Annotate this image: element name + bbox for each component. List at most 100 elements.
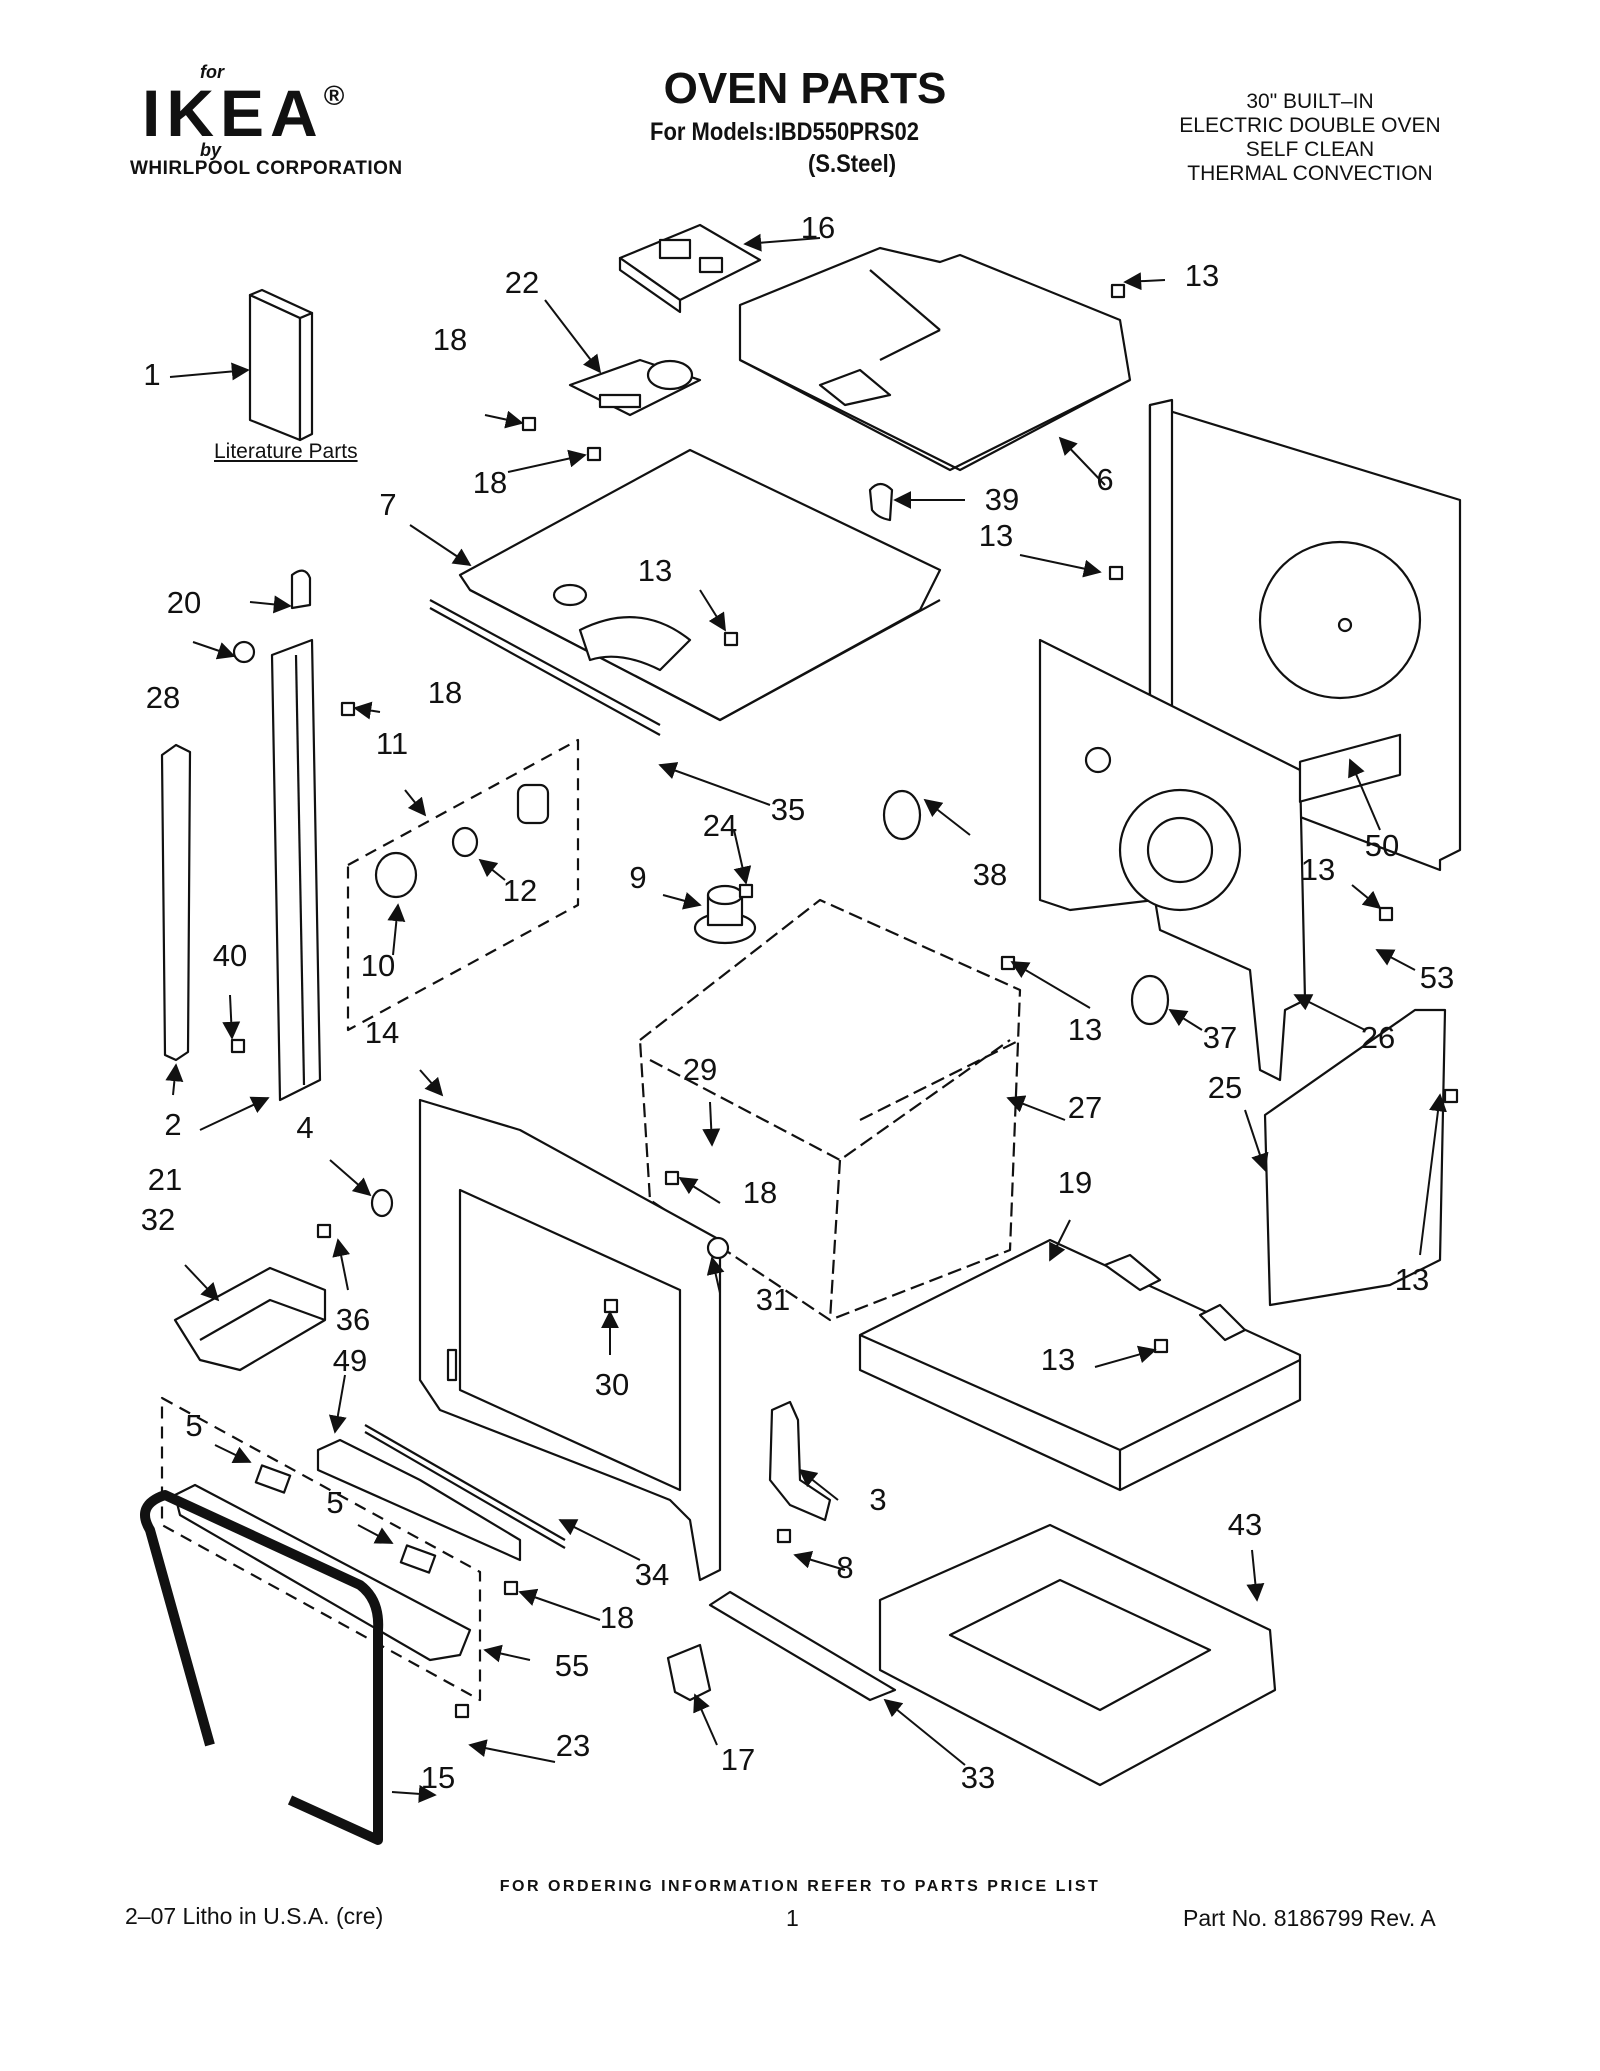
callout-14: 14 — [365, 1015, 399, 1050]
brand-corporation: WHIRLPOOL CORPORATION — [130, 158, 403, 179]
callout-35: 35 — [771, 792, 805, 827]
callout-38: 38 — [973, 857, 1007, 892]
side-trim-part — [270, 638, 322, 1102]
nut-part — [232, 640, 256, 664]
dashed-group-55 — [160, 1396, 482, 1702]
page-number: 1 — [786, 1905, 799, 1931]
callout-39: 39 — [985, 482, 1019, 517]
bottom-shield-part — [858, 1238, 1302, 1492]
clip-part — [868, 482, 894, 522]
flange-nut-part — [706, 1236, 730, 1260]
callout-17: 17 — [721, 1742, 755, 1777]
callout-55: 55 — [555, 1648, 589, 1683]
callout-31: 31 — [756, 1282, 790, 1317]
callout-7: 7 — [379, 487, 396, 522]
callout-11: 11 — [376, 726, 408, 761]
callout-3: 3 — [869, 1482, 886, 1517]
knob-part — [374, 851, 418, 899]
callout-10: 10 — [361, 948, 395, 983]
description-line-2: ELECTRIC DOUBLE OVEN — [1179, 114, 1441, 137]
callout-40: 40 — [213, 938, 247, 973]
door-gasket-part — [140, 1490, 384, 1845]
callout-32: 32 — [141, 1202, 175, 1237]
callout-19: 19 — [1058, 1165, 1092, 1200]
mounting-bracket-part — [768, 1400, 832, 1522]
control-board-part — [618, 223, 762, 314]
latch-bracket-part — [666, 1643, 712, 1702]
callout-21: 21 — [148, 1162, 182, 1197]
callout-6: 6 — [1096, 462, 1113, 497]
product-description: 30" BUILT–IN ELECTRIC DOUBLE OVEN SELF C… — [1130, 90, 1490, 186]
callout-24: 24 — [703, 808, 737, 843]
callout-25: 25 — [1208, 1070, 1242, 1105]
callout-9: 9 — [629, 860, 646, 895]
trim-rod-part — [160, 743, 192, 1062]
thermal-fuse-part-38 — [882, 789, 922, 841]
literature-parts-label: Literature Parts — [214, 440, 358, 463]
callout-22: 22 — [505, 265, 539, 300]
callout-13d: 13 — [1301, 852, 1335, 887]
callout-18b: 18 — [473, 465, 507, 500]
callout-13c: 13 — [638, 553, 672, 588]
literature-booklet-part — [248, 288, 314, 442]
callout-labels: 1 2 3 4 5 5 6 7 8 9 10 11 12 13 13 13 13… — [141, 210, 1454, 1795]
litho-note: 2–07 Litho in U.S.A. (cre) — [125, 1903, 384, 1929]
callout-29: 29 — [683, 1052, 717, 1087]
callout-4: 4 — [296, 1110, 313, 1145]
front-frame-part — [418, 1098, 722, 1582]
fan-motor-part — [693, 884, 757, 945]
callout-43: 43 — [1228, 1507, 1262, 1542]
description-line-4: THERMAL CONVECTION — [1187, 162, 1433, 185]
page-title: OVEN PARTS — [663, 64, 947, 113]
callout-13f: 13 — [1395, 1262, 1429, 1297]
finish-label: (S.Steel) — [808, 150, 897, 178]
callout-34: 34 — [635, 1557, 669, 1592]
small-knob-part — [451, 826, 479, 858]
screw-parts — [230, 283, 1459, 1719]
end-cap-part — [290, 569, 312, 610]
callout-33: 33 — [961, 1760, 995, 1795]
latch-switch-part — [568, 358, 702, 417]
callout-49: 49 — [333, 1343, 367, 1378]
callout-5a: 5 — [185, 1408, 202, 1443]
callout-20: 20 — [167, 585, 201, 620]
front-strip-part — [708, 1590, 897, 1702]
callout-36: 36 — [336, 1302, 370, 1337]
callout-18e: 18 — [600, 1600, 634, 1635]
callout-16: 16 — [801, 210, 835, 245]
callout-13e: 13 — [1068, 1012, 1102, 1047]
oven-side-frame-part — [1038, 638, 1307, 1082]
callout-12: 12 — [503, 873, 537, 908]
model-number: For Models:IBD550PRS02 — [650, 118, 919, 146]
callout-30: 30 — [595, 1367, 629, 1402]
callout-26: 26 — [1361, 1020, 1395, 1055]
brand-by-text: by — [200, 140, 222, 160]
ikea-logo: IKEA® — [142, 80, 344, 146]
callout-1: 1 — [143, 357, 160, 392]
description-line-3: SELF CLEAN — [1245, 138, 1375, 161]
callout-18c: 18 — [428, 675, 462, 710]
callout-27: 27 — [1068, 1090, 1102, 1125]
callout-18d: 18 — [743, 1175, 777, 1210]
brand-name: IKEA — [142, 76, 324, 150]
callout-37: 37 — [1203, 1020, 1237, 1055]
callout-13a: 13 — [1185, 258, 1219, 293]
ordering-note: FOR ORDERING INFORMATION REFER TO PARTS … — [499, 1878, 1101, 1895]
dashed-group-11 — [346, 738, 580, 1032]
callout-5b: 5 — [326, 1485, 343, 1520]
door-trim-part — [316, 1424, 566, 1562]
part-number: Part No. 8186799 Rev. A — [1183, 1905, 1436, 1931]
callout-18a: 18 — [433, 322, 467, 357]
callout-28: 28 — [146, 680, 180, 715]
callout-15: 15 — [421, 1760, 455, 1795]
callout-13g: 13 — [1041, 1342, 1075, 1377]
callout-53: 53 — [1420, 960, 1454, 995]
callout-23: 23 — [556, 1728, 590, 1763]
callout-8: 8 — [836, 1550, 853, 1585]
oven-cavity-part — [638, 898, 1022, 1322]
leader-arrows — [165, 233, 1447, 1803]
selector-switch-part — [516, 783, 550, 825]
brand-for-text: for — [200, 62, 224, 82]
top-shield-part — [738, 246, 1132, 472]
